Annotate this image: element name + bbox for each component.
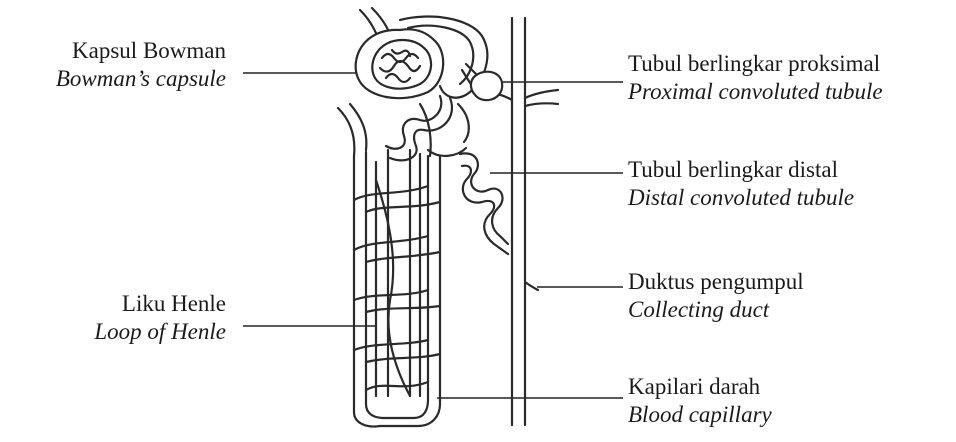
label-blood-capillary: Kapilari darah Blood capillary [628, 373, 772, 429]
distal-tubule [460, 153, 508, 254]
label-proximal-ms: Tubul berlingkar proksimal [628, 50, 883, 78]
label-bowmans-capsule: Kapsul Bowman Bowman’s capsule [56, 37, 226, 93]
label-collecting-ms: Duktus pengumpul [628, 268, 804, 296]
label-distal-ms: Tubul berlingkar distal [628, 156, 854, 184]
label-collecting-en: Collecting duct [628, 296, 804, 324]
label-proximal-en: Proximal convoluted tubule [628, 78, 883, 106]
label-proximal-tubule: Tubul berlingkar proksimal Proximal conv… [628, 50, 883, 106]
bowmans-capsule [356, 8, 503, 100]
label-bowman-ms: Kapsul Bowman [56, 37, 226, 65]
label-capillary-ms: Kapilari darah [628, 373, 772, 401]
label-distal-tubule: Tubul berlingkar distal Distal convolute… [628, 156, 854, 212]
label-bowman-en: Bowman’s capsule [56, 65, 226, 93]
label-capillary-en: Blood capillary [628, 401, 772, 429]
label-distal-en: Distal convoluted tubule [628, 184, 854, 212]
label-collecting-duct: Duktus pengumpul Collecting duct [628, 268, 804, 324]
proximal-tubule [386, 96, 469, 160]
label-loop-of-henle: Liku Henle Loop of Henle [94, 290, 226, 346]
loop-of-henle [354, 150, 440, 426]
label-henle-ms: Liku Henle [94, 290, 226, 318]
label-henle-en: Loop of Henle [94, 318, 226, 346]
